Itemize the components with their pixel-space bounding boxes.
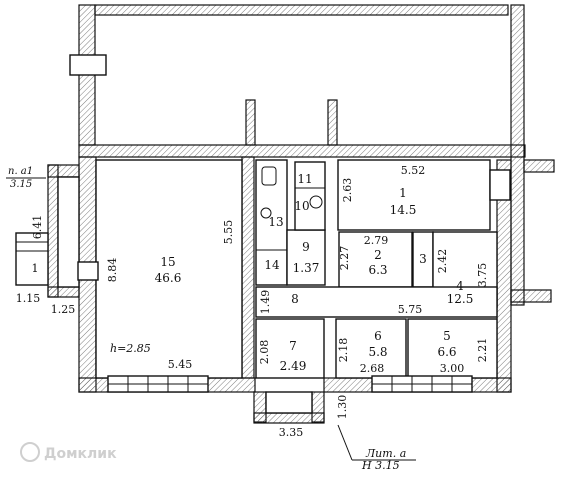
- toilet-icon: [261, 166, 277, 186]
- dim-label: 8.84: [106, 258, 119, 283]
- vestibule: [265, 391, 313, 414]
- room-2: [338, 231, 413, 288]
- dim-label: 1.15: [16, 292, 41, 305]
- dim-label: 1: [32, 262, 39, 275]
- dim-label: 3.00: [440, 362, 465, 375]
- dim-label: 2.42: [436, 249, 449, 274]
- room-4-area: 12.5: [447, 292, 474, 306]
- wall-segment: [241, 156, 255, 379]
- annex-label: п. а1: [8, 166, 33, 177]
- dim-label: 6.41: [31, 215, 44, 240]
- dim-label: 2.18: [337, 338, 350, 363]
- room-outlines: [57, 159, 498, 414]
- room-3-number: 3: [419, 252, 427, 266]
- room-1-number: 1: [399, 186, 407, 200]
- room-5-number: 5: [443, 329, 451, 343]
- room-1: [337, 159, 491, 231]
- room-15-area: 46.6: [155, 271, 182, 285]
- room-13-number: 13: [268, 215, 283, 229]
- dim-label: 5.45: [168, 358, 193, 371]
- wall-segment: [245, 99, 256, 146]
- lit-height: H 3.15: [361, 459, 400, 472]
- dim-label: 3.75: [476, 263, 489, 288]
- fixtures: [260, 166, 323, 219]
- lit-label: Лит. а: [365, 447, 406, 460]
- annex: [57, 176, 80, 288]
- room-14-number: 14: [264, 258, 280, 272]
- room-7: [255, 318, 325, 379]
- dim-label: 2.21: [476, 338, 489, 363]
- room-10-number: 10: [294, 199, 309, 213]
- room-9-number: 9: [302, 240, 310, 254]
- entrance-step: [15, 232, 49, 286]
- room-5: [407, 318, 498, 379]
- room-9-area: 1.37: [293, 261, 320, 275]
- dim-label: 5.52: [401, 164, 426, 177]
- wall-segment: [47, 164, 59, 298]
- room-7-area: 2.49: [280, 359, 307, 373]
- dim-label: 2.27: [338, 246, 351, 271]
- dim-label: 5.75: [398, 303, 423, 316]
- watermark-text: Домклик: [44, 446, 117, 462]
- ceiling-height: h=2.85: [110, 342, 151, 355]
- room-8: [255, 286, 498, 318]
- wall-segment: [78, 144, 526, 158]
- wall-segment: [94, 4, 509, 16]
- room-11-number: 11: [297, 172, 312, 186]
- windows: [69, 54, 511, 393]
- dim-label: 2.68: [360, 362, 385, 375]
- room-2-area: 6.3: [368, 263, 387, 277]
- wall-segment: [253, 412, 325, 424]
- dim-label: 2.08: [258, 340, 271, 365]
- logo-icon: [20, 442, 40, 462]
- room-6: [335, 318, 407, 379]
- room-2-number: 2: [374, 248, 382, 262]
- room-9: [286, 229, 326, 286]
- room-13-14: [255, 159, 288, 286]
- wall-segment: [47, 286, 80, 298]
- watermark: Домклик: [20, 442, 117, 462]
- room-7-number: 7: [289, 339, 297, 353]
- toilet-icon: [309, 195, 323, 209]
- room-15-number: 15: [160, 255, 175, 269]
- dim-label: 2.79: [364, 234, 389, 247]
- wall-segment: [510, 289, 552, 303]
- dim-label: 1.30: [336, 395, 349, 420]
- dim-label: 2.63: [341, 178, 354, 203]
- dim-label: 1.49: [259, 290, 272, 315]
- room-4-number: 4: [456, 279, 464, 293]
- room-8-number: 8: [291, 292, 299, 306]
- room-1-area: 14.5: [390, 203, 417, 217]
- room-6-area: 5.8: [368, 345, 387, 359]
- room-6-number: 6: [374, 329, 382, 343]
- sink-icon: [260, 207, 272, 219]
- room-15: [95, 159, 243, 379]
- wall-segment: [327, 99, 338, 146]
- room-10-11: [294, 161, 326, 231]
- room-5-area: 6.6: [437, 345, 456, 359]
- dim-label: 3.35: [279, 426, 304, 439]
- dim-label: 1.25: [51, 303, 76, 316]
- annex-height: 3.15: [10, 179, 32, 190]
- wall-segment: [523, 159, 555, 173]
- dim-label: 5.55: [222, 220, 235, 245]
